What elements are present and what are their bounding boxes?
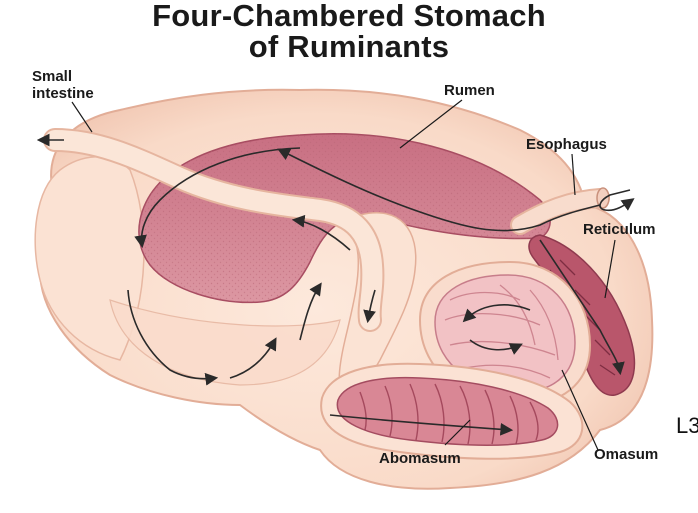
label-reticulum: Reticulum (583, 221, 656, 238)
label-small-intestine-line2: intestine (32, 85, 94, 102)
label-small-intestine-line1: Small (32, 68, 73, 85)
diagram-title-line2: of Ruminants (248, 29, 450, 64)
abomasum-folds (359, 383, 539, 445)
flow-arrows (36, 133, 635, 436)
slide-edge-text: L3 (676, 413, 698, 438)
diagram-title-line1: Four-Chambered Stomach (152, 0, 546, 33)
leader-lines (71, 99, 616, 451)
esophagus-tube-fill (512, 190, 608, 233)
small-intestine-fill (45, 130, 383, 330)
omasum-folds (444, 284, 559, 379)
rumen-lower-lobe (109, 299, 341, 386)
label-small-intestine: Small intestine (32, 68, 94, 102)
label-omasum: Omasum (594, 446, 659, 463)
label-rumen: Rumen (444, 82, 495, 99)
label-esophagus: Esophagus (526, 136, 607, 153)
label-abomasum: Abomasum (379, 450, 461, 467)
